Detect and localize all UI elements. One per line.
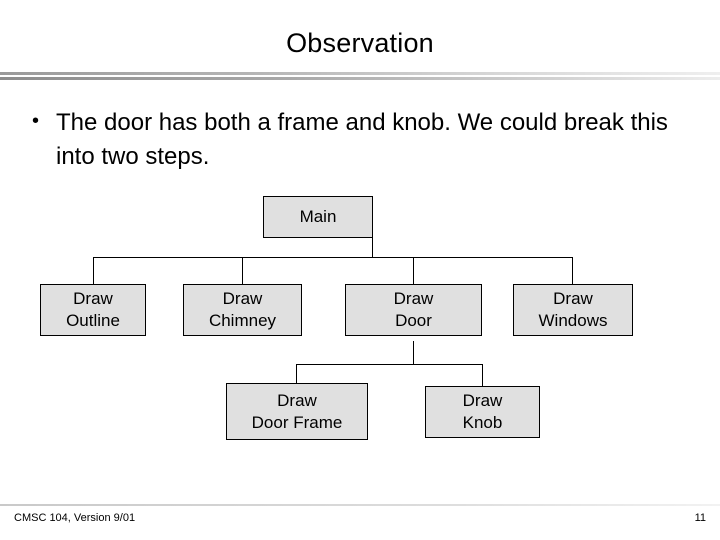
divider-band-middle bbox=[0, 75, 720, 77]
bullet-item: • The door has both a frame and knob. We… bbox=[26, 106, 686, 174]
connector-to-draw-knob bbox=[482, 364, 483, 386]
node-draw-door-line1: Draw bbox=[393, 289, 434, 309]
node-draw-chimney-line2: Chimney bbox=[208, 311, 277, 330]
node-draw-outline: Draw Outline bbox=[40, 284, 146, 336]
node-draw-outline-line2: Outline bbox=[66, 311, 120, 330]
connector-to-draw-outline bbox=[93, 257, 94, 284]
bullet-text: The door has both a frame and knob. We c… bbox=[56, 109, 668, 171]
node-draw-knob-line1: Draw bbox=[462, 391, 503, 411]
node-draw-door-frame: Draw Door Frame bbox=[226, 383, 368, 440]
footer-divider bbox=[0, 504, 720, 506]
node-draw-door-line2: Door bbox=[395, 311, 432, 330]
node-draw-door-frame-line2: Door Frame bbox=[251, 412, 343, 432]
footer-page-number: 11 bbox=[694, 512, 706, 524]
node-main: Main bbox=[263, 196, 373, 238]
connector-row3-horizontal bbox=[296, 364, 483, 365]
connector-door-down bbox=[413, 341, 414, 364]
hierarchy-diagram: Main Draw Outline Draw Chimney Draw Door… bbox=[0, 190, 720, 460]
node-draw-windows-line2: Windows bbox=[538, 311, 608, 330]
node-draw-windows-line1: Draw bbox=[553, 289, 593, 309]
connector-main-down bbox=[372, 238, 373, 257]
node-draw-chimney-line1: Draw bbox=[222, 289, 263, 309]
divider-band-top bbox=[0, 72, 720, 75]
node-draw-chimney: Draw Chimney bbox=[183, 284, 302, 336]
divider-band-bottom bbox=[0, 77, 720, 80]
title-divider bbox=[0, 72, 720, 82]
connector-to-draw-door-frame bbox=[296, 364, 297, 383]
connector-to-draw-door bbox=[413, 257, 414, 284]
node-draw-knob: Draw Knob bbox=[425, 386, 540, 438]
connector-to-draw-chimney bbox=[242, 257, 243, 284]
node-main-label: Main bbox=[299, 207, 337, 227]
node-draw-door-frame-line1: Draw bbox=[277, 390, 317, 410]
connector-to-draw-windows bbox=[572, 257, 573, 284]
node-draw-door: Draw Door bbox=[345, 284, 482, 336]
node-draw-outline-line1: Draw bbox=[73, 289, 113, 309]
connector-row2-horizontal bbox=[93, 257, 573, 258]
node-draw-windows: Draw Windows bbox=[513, 284, 633, 336]
bullet-marker-icon: • bbox=[32, 110, 40, 132]
page-title: Observation bbox=[286, 28, 434, 58]
node-draw-knob-line2: Knob bbox=[462, 413, 503, 432]
footer-course-label: CMSC 104, Version 9/01 bbox=[14, 512, 136, 524]
